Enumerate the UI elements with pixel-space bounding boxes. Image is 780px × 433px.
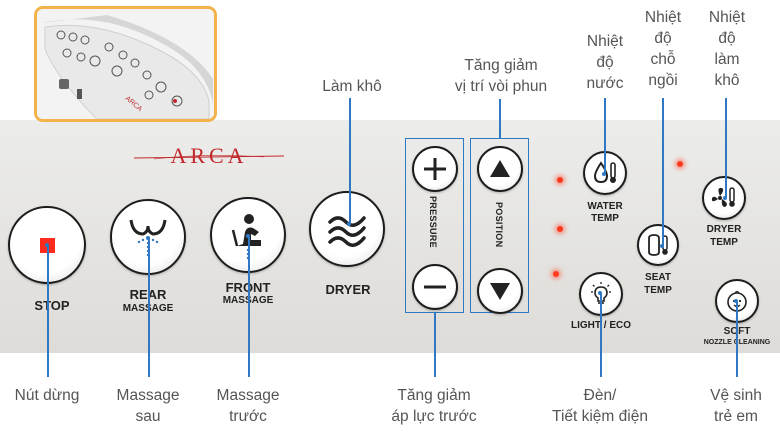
annotation-line: Nhiệt: [586, 33, 624, 50]
annotation-line: Nhiệt: [708, 9, 746, 26]
pointer-dot: [246, 234, 250, 238]
annotation-water-temp: Nhiệt độ nước: [580, 31, 630, 94]
pointer-line-pressure: [434, 313, 436, 377]
remote-illustration: ARCA: [37, 9, 214, 119]
pressure-label: PRESSURE: [428, 196, 438, 248]
brand-text: ARCA: [170, 143, 247, 168]
pressure-up-button[interactable]: [412, 146, 458, 192]
remote-photo-inset: ARCA: [34, 6, 217, 122]
pointer-dot: [347, 222, 351, 226]
annotation-line: ngồi: [648, 72, 678, 89]
seat-temp-icon: [648, 234, 668, 256]
annotation-line: độ: [718, 30, 736, 47]
annotation-position: Tăng giảm vị trí vòi phun: [436, 55, 566, 97]
triangle-up-icon: [490, 160, 510, 177]
annotation-line: Vệ sinh: [710, 387, 762, 404]
annotation-line: Massage: [116, 387, 180, 404]
seat-temp-button[interactable]: [637, 224, 679, 266]
pointer-line-position: [499, 99, 501, 138]
annotation-line: Tăng giảm: [464, 57, 538, 74]
position-up-button[interactable]: [477, 146, 523, 192]
annotation-line: Tăng giảm: [397, 387, 471, 404]
pointer-line-stop: [47, 245, 49, 377]
pointer-line-soft: [736, 301, 738, 377]
dryer-wave-icon: [328, 216, 366, 247]
pointer-line-water-temp: [604, 98, 606, 174]
annotation-stop: Nút dừng: [14, 387, 80, 404]
dryer-temp-label-1: DRYER: [706, 224, 742, 235]
annotation-line: độ: [654, 30, 672, 47]
pointer-line-rear: [148, 238, 150, 377]
seat-temp-label: TEMP: [644, 285, 672, 296]
water-temp-icon: [593, 161, 616, 184]
annotation-pressure: Tăng giảm áp lực trước: [374, 385, 494, 427]
triangle-down-icon: [490, 283, 510, 300]
annotation-line: Đèn/: [583, 387, 617, 404]
annotation-line: vị trí vòi phun: [454, 78, 548, 95]
annotation-rear: Massage sau: [103, 385, 193, 427]
annotation-line: nước: [586, 75, 624, 92]
indicator-led: [553, 271, 559, 277]
annotation-seat-temp: Nhiệt độ chỗ ngồi: [638, 7, 688, 91]
pressure-down-button[interactable]: [412, 264, 458, 310]
annotation-line: Tiết kiệm điện: [552, 408, 648, 425]
annotation-line: áp lực trước: [391, 408, 477, 425]
pointer-dot: [734, 299, 738, 303]
dryer-temp-label-2: TEMP: [710, 237, 738, 248]
pointer-dot: [602, 172, 606, 176]
pointer-dot: [660, 244, 664, 248]
annotation-line: chỗ: [650, 51, 676, 68]
annotation-front: Massage trước: [203, 385, 293, 427]
annotation-line: trước: [229, 408, 267, 425]
pointer-line-dryer: [349, 98, 351, 224]
seat-label: SEAT: [645, 272, 671, 283]
pointer-line-dryer-temp: [725, 98, 727, 198]
annotation-dryer-temp: Nhiệt độ làm khô: [702, 7, 752, 91]
position-label: POSITION: [494, 202, 504, 248]
arca-logo: ARCA: [134, 143, 284, 168]
fan-temp-icon: [711, 187, 735, 207]
annotation-line: khô: [714, 72, 740, 89]
pointer-dot: [146, 236, 150, 240]
annotation-line: độ: [596, 54, 614, 71]
plus-icon: [424, 158, 446, 180]
water-label: WATER: [587, 201, 623, 212]
annotation-line: sau: [135, 408, 161, 425]
annotation-light: Đèn/ Tiết kiệm điện: [537, 385, 663, 427]
pointer-line-front: [248, 236, 250, 377]
stop-label: STOP: [34, 298, 70, 313]
indicator-led: [557, 177, 563, 183]
pointer-dot: [723, 196, 727, 200]
indicator-led: [677, 161, 683, 167]
indicator-led: [557, 226, 563, 232]
position-down-button[interactable]: [477, 268, 523, 314]
pointer-line-light: [600, 293, 602, 377]
annotation-line: trẻ em: [714, 408, 758, 425]
annotation-soft: Vệ sinh trẻ em: [698, 385, 774, 427]
pointer-dot: [45, 243, 49, 247]
annotation-line: Massage: [216, 387, 280, 404]
minus-icon: [424, 285, 446, 289]
dryer-label: DRYER: [325, 282, 371, 297]
annotation-line: làm: [714, 51, 740, 68]
water-temp-label: TEMP: [591, 213, 619, 224]
annotation-line: Nhiệt: [644, 9, 682, 26]
pointer-line-seat-temp: [662, 98, 664, 246]
annotation-dryer: Làm khô: [322, 78, 382, 95]
dryer-button[interactable]: [309, 191, 385, 267]
pointer-dot: [598, 291, 602, 295]
pressure-group: [405, 138, 464, 313]
